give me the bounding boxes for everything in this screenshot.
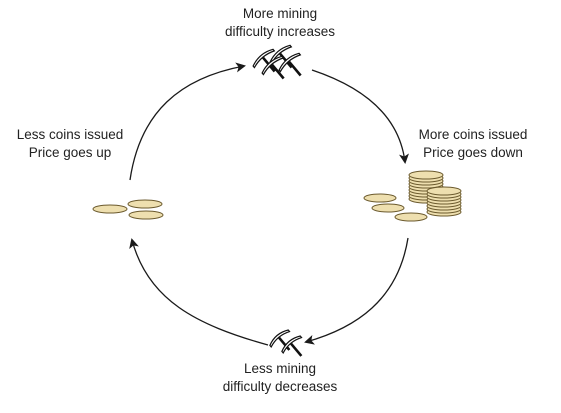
double-pickaxe-icon	[252, 44, 302, 80]
node-label-line: Less coins issued	[16, 127, 124, 142]
arrow-right-to-bottom	[304, 237, 409, 345]
node-label-line: Price goes up	[28, 145, 112, 160]
arrow-left-to-top	[129, 62, 246, 181]
arrow-bottom-to-left	[129, 238, 269, 346]
node-label-line: More coins issued	[418, 127, 528, 142]
arrow-top-to-right	[311, 69, 409, 164]
node-label-more-mining: More mining difficulty increases	[200, 5, 360, 41]
node-label-less-mining: Less mining difficulty decreases	[205, 360, 355, 396]
coin-stacks-icon	[363, 170, 462, 222]
node-label-line: difficulty increases	[224, 24, 336, 39]
node-label-less-coins: Less coins issued Price goes up	[5, 126, 135, 162]
node-label-line: Price goes down	[423, 145, 523, 160]
few-coins-icon	[92, 199, 164, 220]
coin	[426, 186, 462, 196]
node-label-line: difficulty decreases	[222, 379, 338, 394]
node-label-more-coins: More coins issued Price goes down	[394, 126, 552, 162]
node-label-line: Less mining	[243, 361, 317, 376]
pickaxe-icon	[269, 329, 303, 357]
node-label-line: More mining	[242, 6, 318, 21]
coin	[408, 170, 444, 180]
